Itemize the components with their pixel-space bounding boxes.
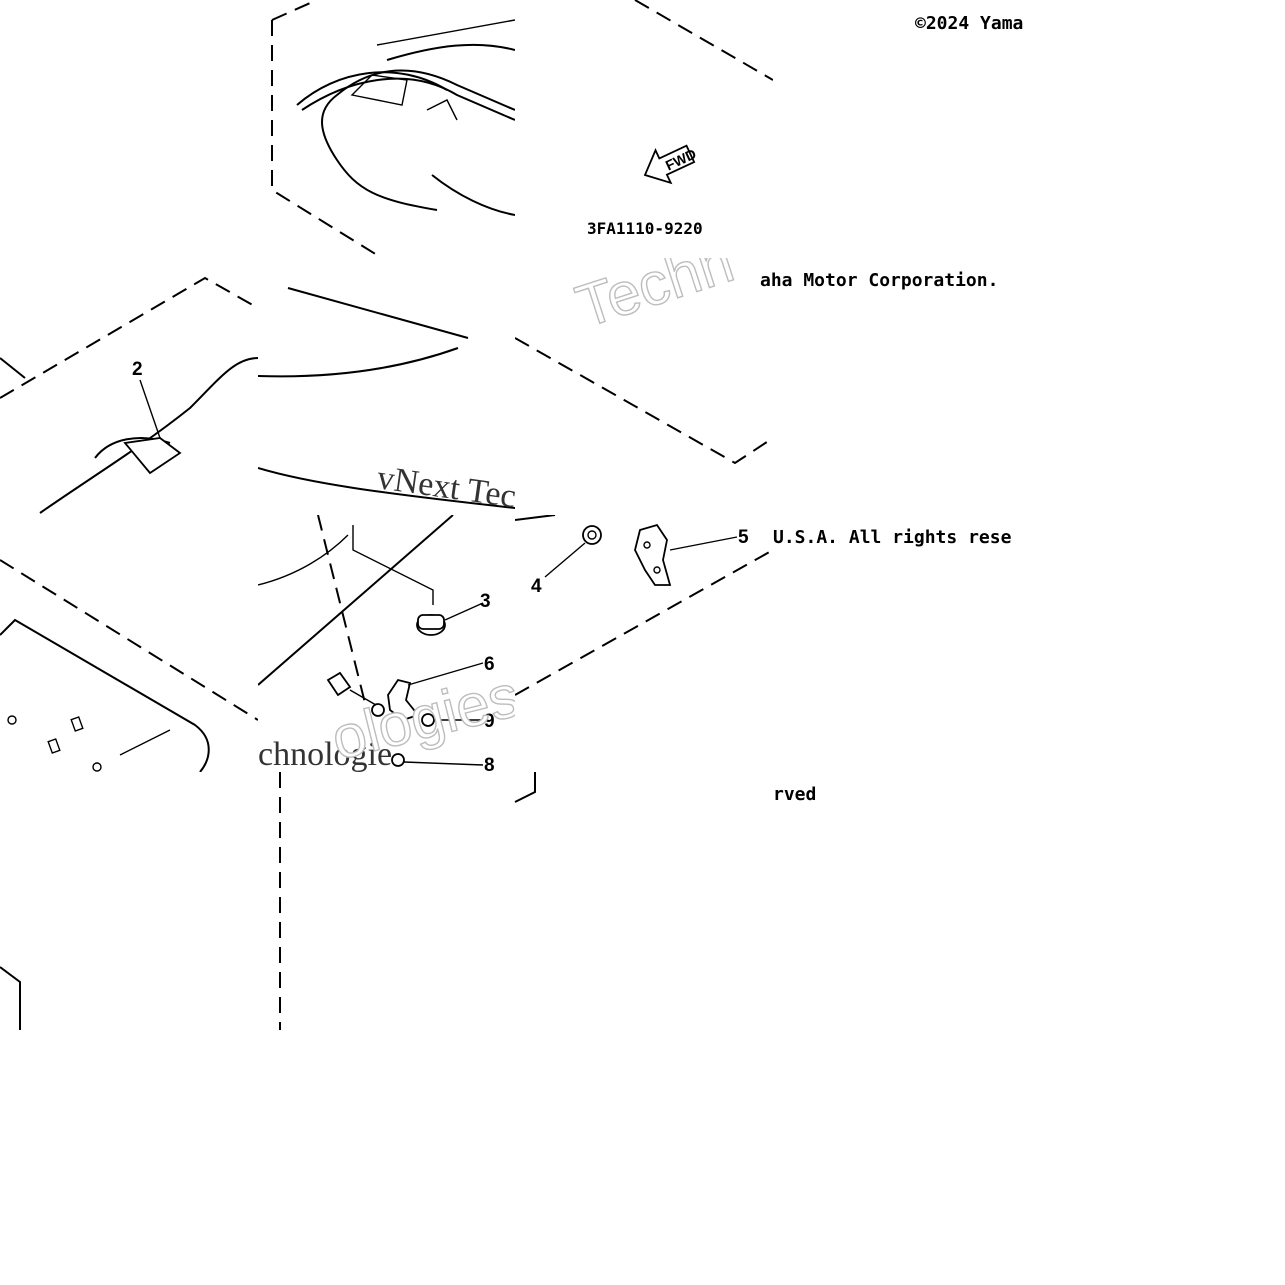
callout-6: 6: [484, 654, 495, 675]
tile-fwd-partnumber: FWD 3FA1110-9220: [515, 0, 773, 258]
tile-seat-middle: vNext Tec: [258, 258, 515, 515]
tile-bottom-lines: [0, 772, 540, 1030]
tile-copyright-corp: Techn: [515, 258, 773, 515]
bottom-lines-drawing: [0, 772, 536, 1030]
seat-base-drawing: [0, 559, 258, 772]
watermark-techn: Techn: [568, 258, 741, 340]
seat-cowl-drawing: [271, 0, 515, 256]
callout-3: 3: [480, 591, 491, 612]
seat-drawing: 2: [0, 276, 258, 514]
callout-2: 2: [132, 359, 143, 380]
copyright-usa-text: U.S.A. All rights rese: [773, 527, 1012, 548]
hardware-drawing: 3 6 9 8 chnologie ologies: [258, 515, 515, 772]
callout-9: 9: [484, 711, 495, 732]
tile-bracket: 4 5: [515, 515, 773, 772]
part-number: 3FA1110-9220: [587, 219, 703, 238]
corp-drawing: Techn: [515, 258, 773, 465]
copyright-corp-text: aha Motor Corporation.: [760, 270, 999, 291]
seat-middle-drawing: vNext Tec: [258, 287, 515, 515]
tile-seat-base: [0, 515, 258, 772]
callout-4: 4: [531, 576, 542, 597]
callout-5: 5: [738, 527, 749, 548]
bracket-drawing: 4 5: [515, 515, 773, 696]
tile-hardware: 3 6 9 8 chnologie ologies: [258, 515, 515, 772]
copyright-top-text: ©2024 Yama: [915, 13, 1024, 34]
tile-seat-callout-2: 2: [0, 258, 258, 515]
fwd-drawing: FWD 3FA1110-9220: [587, 0, 773, 238]
watermark-vnext-tec: vNext Tec: [375, 459, 515, 515]
watermark-chnologie: chnologie: [258, 736, 392, 772]
tile-seat-cowl: [257, 0, 515, 258]
callout-8: 8: [484, 755, 495, 772]
copyright-served-text: rved: [773, 784, 817, 805]
fwd-arrow-icon: FWD: [643, 144, 699, 185]
